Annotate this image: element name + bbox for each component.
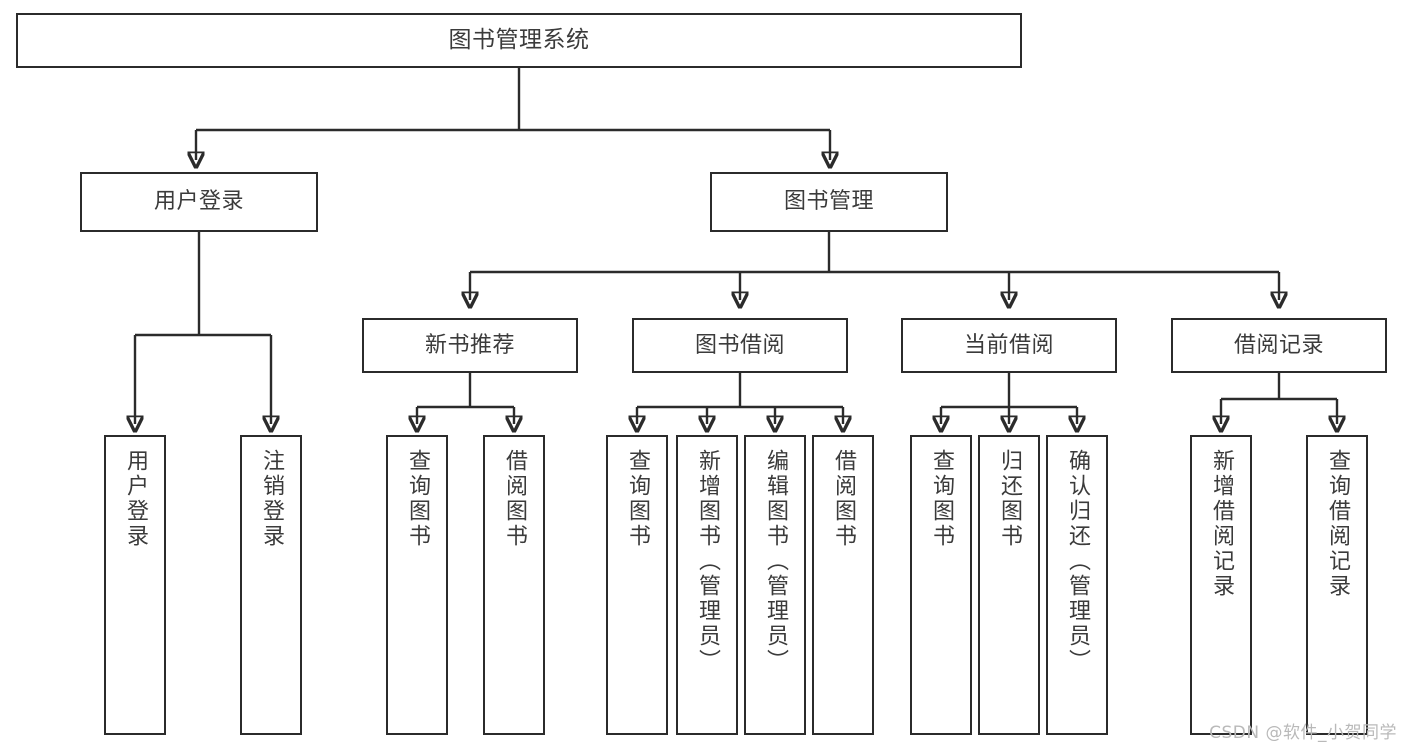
node-label: 图书借阅	[694, 332, 785, 358]
node-label: 新书推荐	[424, 332, 515, 358]
node-current-borrow[interactable]: 当前借阅	[901, 318, 1117, 373]
leaf-new-book-query[interactable]: 查询图书	[386, 435, 448, 735]
node-label: 查询借阅记录	[1325, 449, 1350, 599]
node-book-borrow[interactable]: 图书借阅	[632, 318, 848, 373]
leaf-user-login-login[interactable]: 用户登录	[104, 435, 166, 735]
leaf-book-borrow-query[interactable]: 查询图书	[606, 435, 668, 735]
leaf-current-borrow-return[interactable]: 归还图书	[978, 435, 1040, 735]
node-label: 编辑图书（管理员）	[763, 449, 788, 674]
node-label: 借阅记录	[1233, 332, 1324, 358]
node-label: 查询图书	[405, 449, 430, 549]
leaf-new-book-borrow[interactable]: 借阅图书	[483, 435, 545, 735]
leaf-current-borrow-query[interactable]: 查询图书	[910, 435, 972, 735]
node-label: 当前借阅	[963, 332, 1054, 358]
node-label: 新增借阅记录	[1209, 449, 1234, 599]
leaf-user-login-logout[interactable]: 注销登录	[240, 435, 302, 735]
node-label: 图书管理系统	[448, 26, 590, 53]
leaf-book-borrow-borrow[interactable]: 借阅图书	[812, 435, 874, 735]
leaf-book-borrow-add[interactable]: 新增图书（管理员）	[676, 435, 738, 735]
node-book-management[interactable]: 图书管理	[710, 172, 948, 232]
node-label: 确认归还（管理员）	[1065, 449, 1090, 674]
node-label: 借阅图书	[502, 449, 527, 549]
node-new-book-recommend[interactable]: 新书推荐	[362, 318, 578, 373]
node-root-book-management-system[interactable]: 图书管理系统	[16, 13, 1022, 68]
leaf-current-borrow-confirm-return[interactable]: 确认归还（管理员）	[1046, 435, 1108, 735]
node-label: 查询图书	[929, 449, 954, 549]
node-label: 查询图书	[625, 449, 650, 549]
node-label: 图书管理	[783, 189, 874, 215]
leaf-borrow-record-query[interactable]: 查询借阅记录	[1306, 435, 1368, 735]
node-label: 新增图书（管理员）	[695, 449, 720, 674]
node-label: 注销登录	[259, 449, 284, 549]
leaf-borrow-record-add[interactable]: 新增借阅记录	[1190, 435, 1252, 735]
node-label: 用户登录	[123, 449, 148, 549]
node-borrow-records[interactable]: 借阅记录	[1171, 318, 1387, 373]
node-user-login[interactable]: 用户登录	[80, 172, 318, 232]
node-label: 借阅图书	[831, 449, 856, 549]
node-label: 用户登录	[153, 189, 244, 215]
watermark: CSDN @软件_小贺同学	[1209, 723, 1397, 743]
node-label: 归还图书	[997, 449, 1022, 549]
leaf-book-borrow-edit[interactable]: 编辑图书（管理员）	[744, 435, 806, 735]
